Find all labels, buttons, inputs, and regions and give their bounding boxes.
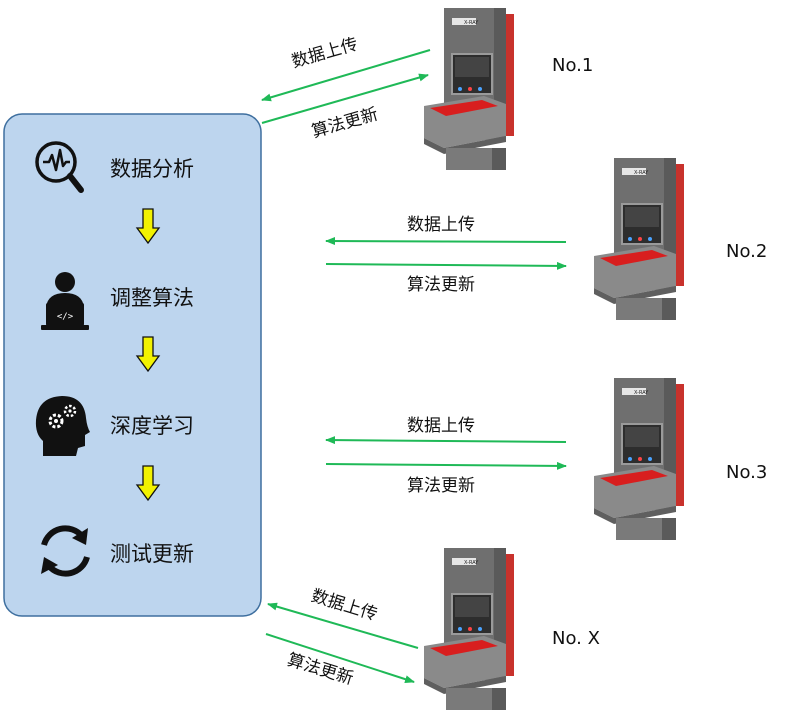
xray-machine-2 xyxy=(593,157,685,321)
machine-label-3: No.3 xyxy=(726,462,768,483)
step-test-update: 测试更新 xyxy=(110,542,194,566)
refresh-icon xyxy=(41,525,90,577)
svg-text:</>: </> xyxy=(57,312,74,322)
machine-label-1: No.1 xyxy=(552,55,594,76)
arrow-update-2 xyxy=(325,261,567,270)
machine-badge: X-RAY xyxy=(634,170,649,176)
step-adjust-algorithm: 调整算法 xyxy=(110,286,194,310)
machine-label-x: No. X xyxy=(552,628,600,649)
arrow-update-1 xyxy=(261,73,429,124)
xray-machine-1 xyxy=(423,7,515,171)
xray-machine-x xyxy=(423,547,515,711)
step-deep-learning: 深度学习 xyxy=(110,414,194,438)
machine-badge: X-RAY xyxy=(464,560,479,566)
link-label-update-3: 算法更新 xyxy=(407,476,475,496)
machine-badge: X-RAY xyxy=(464,20,479,26)
step-data-analysis: 数据分析 xyxy=(110,157,194,181)
arrow-update-x xyxy=(265,633,415,684)
link-label-update-2: 算法更新 xyxy=(407,275,475,295)
xray-machine-3 xyxy=(593,377,685,541)
programmer-icon: </> xyxy=(41,272,89,330)
arrow-update-3 xyxy=(325,461,567,470)
machine-label-2: No.2 xyxy=(726,241,768,262)
arrow-upload-3 xyxy=(325,436,567,445)
link-label-upload-2: 数据上传 xyxy=(407,215,475,235)
arrow-upload-x xyxy=(267,602,419,649)
link-label-upload-3: 数据上传 xyxy=(407,416,475,436)
data-analysis-icon xyxy=(35,141,84,193)
machine-badge: X-RAY xyxy=(634,390,649,396)
arrow-upload-1 xyxy=(261,49,431,102)
brain-gears-icon xyxy=(35,396,90,456)
arrow-upload-2 xyxy=(325,237,567,246)
